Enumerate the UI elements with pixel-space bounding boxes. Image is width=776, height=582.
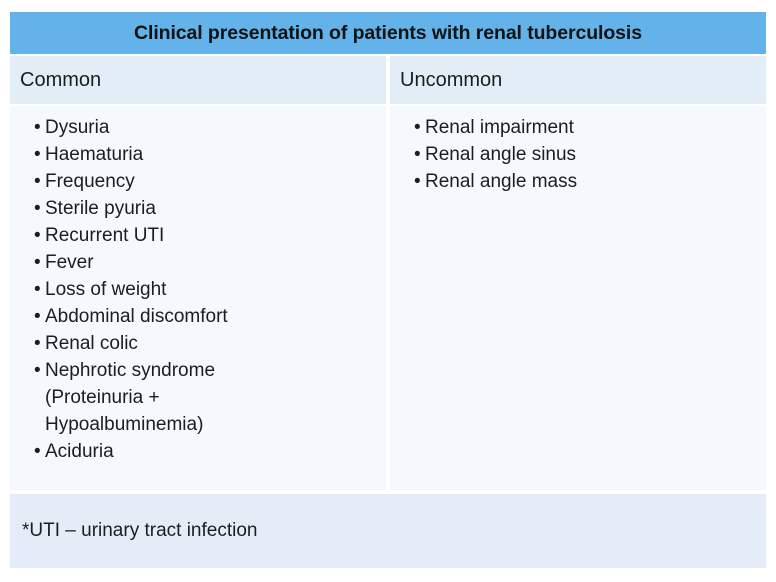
list-item: Nephrotic syndrome (Proteinuria + Hypoal…	[34, 357, 386, 438]
list-item: Recurrent UTI	[34, 222, 386, 249]
list-item: Loss of weight	[34, 276, 386, 303]
column-header-row: Common Uncommon	[10, 56, 766, 104]
footnote-band: *UTI – urinary tract infection	[10, 494, 766, 568]
clinical-presentation-table: Clinical presentation of patients with r…	[10, 12, 766, 568]
column-body-uncommon: Renal impairment Renal angle sinus Renal…	[390, 106, 766, 490]
list-item: Renal colic	[34, 330, 386, 357]
column-header-common-label: Common	[20, 68, 102, 91]
list-item: Renal angle mass	[414, 168, 766, 195]
column-header-uncommon: Uncommon	[390, 56, 766, 104]
table-title-band: Clinical presentation of patients with r…	[10, 12, 766, 54]
uncommon-symptom-list: Renal impairment Renal angle sinus Renal…	[390, 114, 766, 195]
list-item: Fever	[34, 249, 386, 276]
list-item: Sterile pyuria	[34, 195, 386, 222]
column-body-row: Dysuria Haematuria Frequency Sterile pyu…	[10, 106, 766, 490]
list-item: Frequency	[34, 168, 386, 195]
list-item: Haematuria	[34, 141, 386, 168]
column-divider-body	[386, 106, 390, 490]
column-body-common: Dysuria Haematuria Frequency Sterile pyu…	[10, 106, 386, 490]
list-item: Abdominal discomfort	[34, 303, 386, 330]
list-item: Renal impairment	[414, 114, 766, 141]
table-title: Clinical presentation of patients with r…	[134, 21, 642, 44]
list-item: Dysuria	[34, 114, 386, 141]
list-item: Renal angle sinus	[414, 141, 766, 168]
column-header-uncommon-label: Uncommon	[400, 68, 503, 91]
column-header-common: Common	[10, 56, 386, 104]
list-item: Aciduria	[34, 438, 386, 465]
footnote-text: *UTI – urinary tract infection	[22, 520, 258, 541]
column-divider	[386, 56, 390, 104]
common-symptom-list: Dysuria Haematuria Frequency Sterile pyu…	[10, 114, 386, 465]
